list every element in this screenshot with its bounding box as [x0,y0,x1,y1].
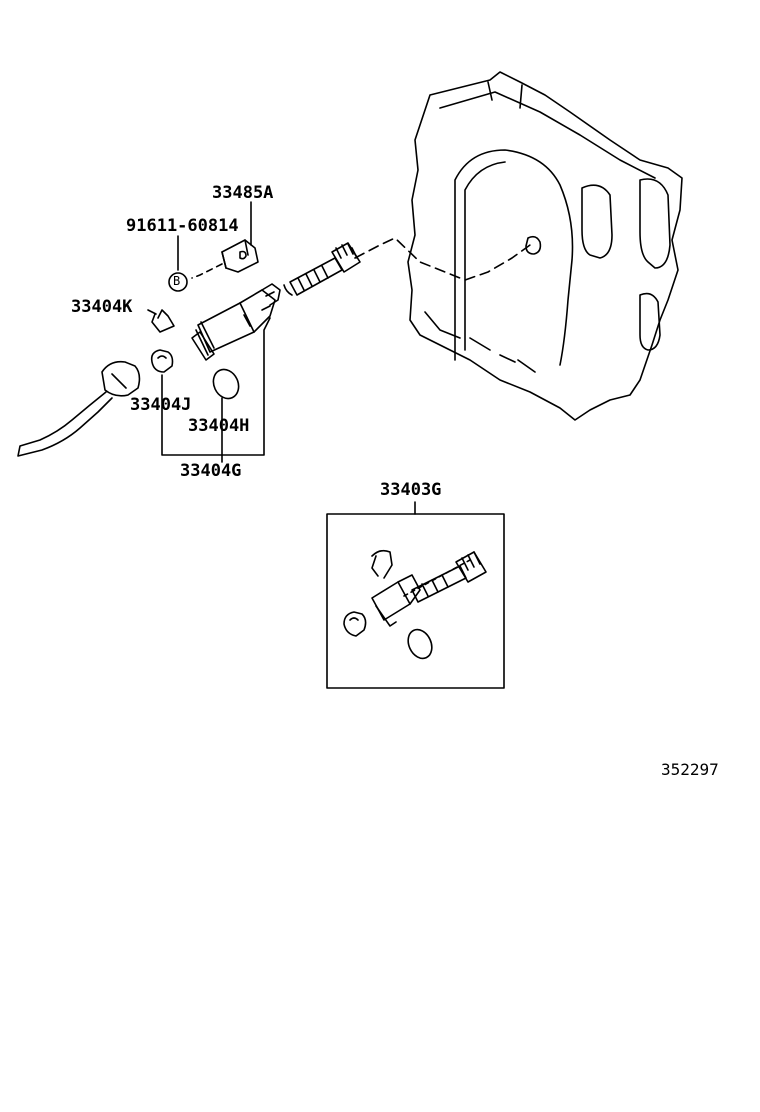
kit-box [326,513,505,689]
part-label-33404g: 33404G [180,461,242,481]
callout-b-circle [168,272,188,292]
driven-gear-sleeve-drawing [191,283,281,361]
bolt-dashed-line [191,263,223,279]
kit-contents-drawing [343,549,487,660]
install-location-dashed-line [354,237,531,281]
part-label-33403g: 33403G [380,480,442,500]
retainer-clip-drawing [151,309,175,333]
part-label-91611-60814: 91611-60814 [126,216,239,236]
o-ring-drawing [212,368,240,400]
part-label-33404h: 33404H [188,416,250,436]
diagram-reference-number: 352297 [661,760,719,779]
part-label-33404j: 33404J [130,395,192,415]
bracket-33404g [161,317,271,463]
speedometer-cable-drawing [17,360,141,457]
leader-line-33404k [147,309,157,315]
part-label-33404k: 33404K [71,297,133,317]
callout-b-label: B [173,274,181,288]
sleeve-lock-drawing [221,239,259,273]
transmission-housing-drawing [407,71,683,421]
part-label-33485a: 33485A [212,183,274,203]
driven-gear-shaft-drawing [283,242,361,296]
oil-seal-drawing [150,349,174,373]
